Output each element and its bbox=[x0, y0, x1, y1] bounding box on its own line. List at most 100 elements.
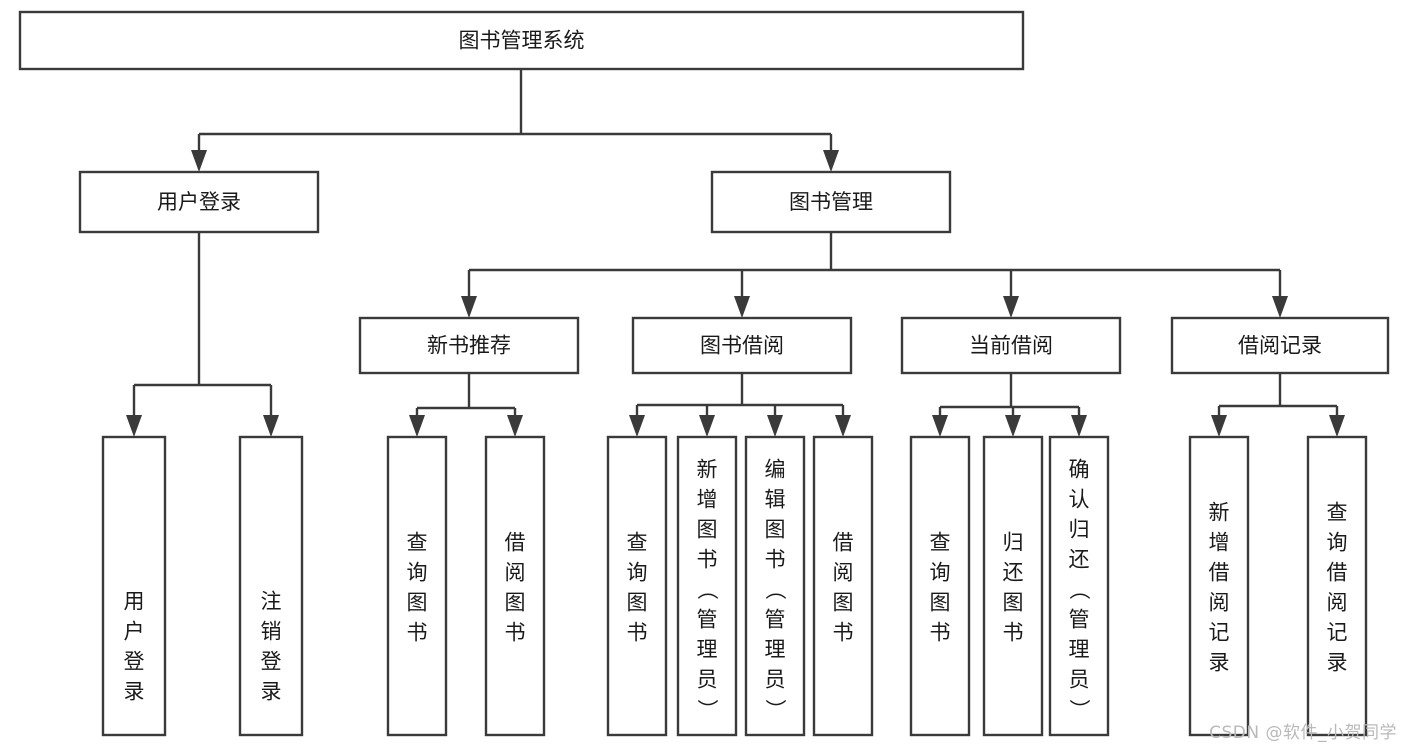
node-label-char: 图 bbox=[833, 590, 854, 614]
node-root[interactable]: 图书管理系统 bbox=[18, 10, 1025, 71]
arrow-head-icon bbox=[263, 415, 279, 437]
node-label-char: 增 bbox=[697, 487, 718, 511]
node-label-char: 员 bbox=[697, 667, 718, 691]
node-label-char: 录 bbox=[1327, 650, 1348, 674]
node-label-char: 书 bbox=[930, 620, 951, 644]
node-label-char: 认 bbox=[1069, 487, 1090, 511]
node-label: 新书推荐 bbox=[427, 334, 511, 358]
node-label-char: 管 bbox=[1069, 607, 1090, 631]
node-box[interactable] bbox=[1188, 435, 1250, 737]
arrow-head-icon bbox=[1329, 415, 1345, 437]
node-label-char: 管 bbox=[765, 607, 786, 631]
arrow-head-icon bbox=[409, 415, 425, 437]
node-book-manage[interactable]: 图书管理 bbox=[710, 170, 952, 234]
arrow-head-icon bbox=[767, 415, 783, 437]
node-label-char: 书 bbox=[697, 547, 718, 571]
node-book-borrow[interactable]: 图书借阅 bbox=[631, 316, 853, 375]
node-borrow-record[interactable]: 借阅记录 bbox=[1170, 316, 1390, 375]
node-label-char: 归 bbox=[1003, 530, 1024, 554]
node-label: 图书管理 bbox=[789, 190, 873, 214]
node-box[interactable] bbox=[1170, 316, 1390, 375]
node-label-char: 图 bbox=[1003, 590, 1024, 614]
node-box[interactable] bbox=[982, 435, 1044, 737]
node-label-char: 书 bbox=[627, 620, 648, 644]
arrow-head-icon bbox=[507, 415, 523, 437]
node-leaf-user-login[interactable]: 用户登录 bbox=[101, 435, 167, 737]
node-label-char: 归 bbox=[1069, 517, 1090, 541]
node-label-char: 登 bbox=[124, 649, 145, 673]
node-current-borrow[interactable]: 当前借阅 bbox=[900, 316, 1122, 375]
connector-recommend-to-leaves bbox=[409, 373, 523, 437]
node-box[interactable] bbox=[358, 316, 580, 375]
connector-user-login-to-leaves bbox=[126, 232, 279, 437]
arrow-head-icon bbox=[461, 296, 477, 318]
node-box[interactable] bbox=[631, 316, 853, 375]
connector-record-to-leaves bbox=[1211, 373, 1345, 437]
node-label-char: 图 bbox=[930, 590, 951, 614]
node-box[interactable] bbox=[606, 435, 668, 737]
node-label-char: 注 bbox=[261, 589, 282, 613]
node-label-char: 图 bbox=[505, 590, 526, 614]
node-label-char: 查 bbox=[407, 530, 428, 554]
node-box[interactable] bbox=[812, 435, 874, 737]
arrow-head-icon bbox=[1211, 415, 1227, 437]
node-label-char: （ bbox=[1067, 579, 1091, 600]
node-label-char: 员 bbox=[1069, 667, 1090, 691]
node-new-book-recommend[interactable]: 新书推荐 bbox=[358, 316, 580, 375]
node-box[interactable] bbox=[18, 10, 1025, 71]
node-box[interactable] bbox=[900, 316, 1122, 375]
node-box[interactable] bbox=[909, 435, 971, 737]
node-label-char: 借 bbox=[833, 530, 854, 554]
node-box[interactable] bbox=[1306, 435, 1368, 737]
node-box[interactable] bbox=[78, 170, 320, 234]
node-user-login[interactable]: 用户登录 bbox=[78, 170, 320, 234]
arrow-head-icon bbox=[1071, 415, 1087, 437]
node-label: 用户登录 bbox=[157, 190, 241, 214]
arrow-head-icon bbox=[1005, 415, 1021, 437]
node-label-char: （ bbox=[695, 579, 719, 600]
node-label-char: 登 bbox=[261, 649, 282, 673]
node-box[interactable] bbox=[101, 435, 167, 737]
node-box[interactable] bbox=[676, 435, 738, 737]
node-label-char: ） bbox=[1067, 699, 1091, 720]
node-label-char: 阅 bbox=[505, 560, 526, 584]
node-label-char: 还 bbox=[1003, 560, 1024, 584]
node-label-char: 录 bbox=[1209, 650, 1230, 674]
node-box[interactable] bbox=[238, 435, 304, 737]
node-box[interactable] bbox=[744, 435, 806, 737]
node-label-char: 图 bbox=[697, 517, 718, 541]
node-label-char: 记 bbox=[1327, 620, 1348, 644]
node-box[interactable] bbox=[710, 170, 952, 234]
arrow-head-icon bbox=[932, 415, 948, 437]
node-label-char: 录 bbox=[124, 679, 145, 703]
node-box[interactable] bbox=[484, 435, 546, 737]
node-label: 图书借阅 bbox=[700, 334, 784, 358]
node-label-char: 还 bbox=[1069, 547, 1090, 571]
node-label-char: 图 bbox=[407, 590, 428, 614]
node-label-char: 查 bbox=[930, 530, 951, 554]
node-label-char: 询 bbox=[627, 560, 648, 584]
arrow-head-icon bbox=[1272, 296, 1288, 318]
node-label-char: 阅 bbox=[1209, 590, 1230, 614]
node-label-char: 辑 bbox=[765, 487, 786, 511]
node-label-char: 书 bbox=[407, 620, 428, 644]
node-label-char: 查 bbox=[627, 530, 648, 554]
node-label-char: 询 bbox=[407, 560, 428, 584]
node-label-char: 管 bbox=[697, 607, 718, 631]
node-label-char: 用 bbox=[124, 589, 145, 613]
node-box[interactable] bbox=[1048, 435, 1110, 737]
arrow-head-icon bbox=[1003, 296, 1019, 318]
node-box[interactable] bbox=[386, 435, 448, 737]
